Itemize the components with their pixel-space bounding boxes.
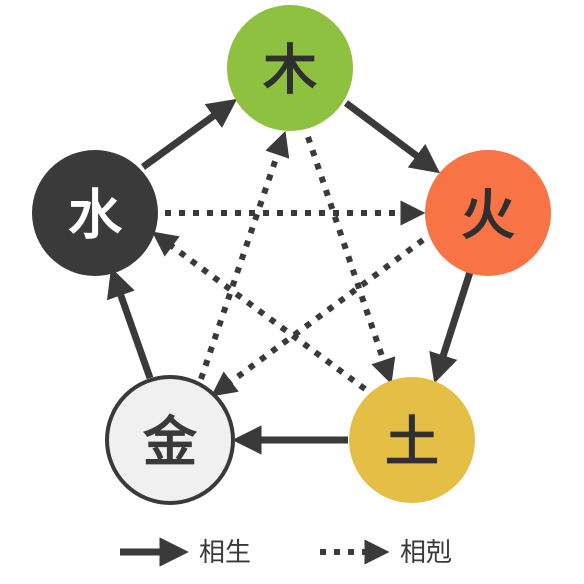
node-wood: 木 [227,5,353,131]
node-water-label: 水 [68,184,123,247]
dotted-arrow-metal-to-wood [198,130,290,380]
node-water: 水 [32,150,158,276]
node-earth-circle [349,377,475,503]
node-earth-label: 土 [385,411,439,474]
node-wood-label: 木 [263,39,317,102]
node-wood-circle [227,5,353,131]
legend-overcoming-label: 相剋 [400,538,452,568]
arrow-wood-to-fire [343,100,441,174]
node-fire-label: 火 [461,184,515,247]
dotted-arrow-fire-to-metal [210,237,425,397]
arrow-metal-to-water [106,267,154,380]
node-fire: 火 [425,150,551,276]
legend-generating-label: 相生 [199,538,251,568]
node-fire-circle [425,150,551,276]
generating-cycle-arrows [106,98,474,455]
legend: 相生 相剋 [120,537,452,568]
node-earth: 土 [349,377,475,503]
dotted-arrow-wood-to-earth [305,136,396,385]
dotted-arrow-earth-to-water [151,231,367,392]
node-water-circle [32,150,158,276]
arrow-water-to-wood [140,98,238,170]
node-metal: 金 [105,375,235,505]
arrow-fire-to-earth [429,270,474,384]
node-metal-label: 金 [142,411,198,474]
overcoming-cycle-arrows [151,130,426,397]
node-metal-circle [105,375,235,505]
